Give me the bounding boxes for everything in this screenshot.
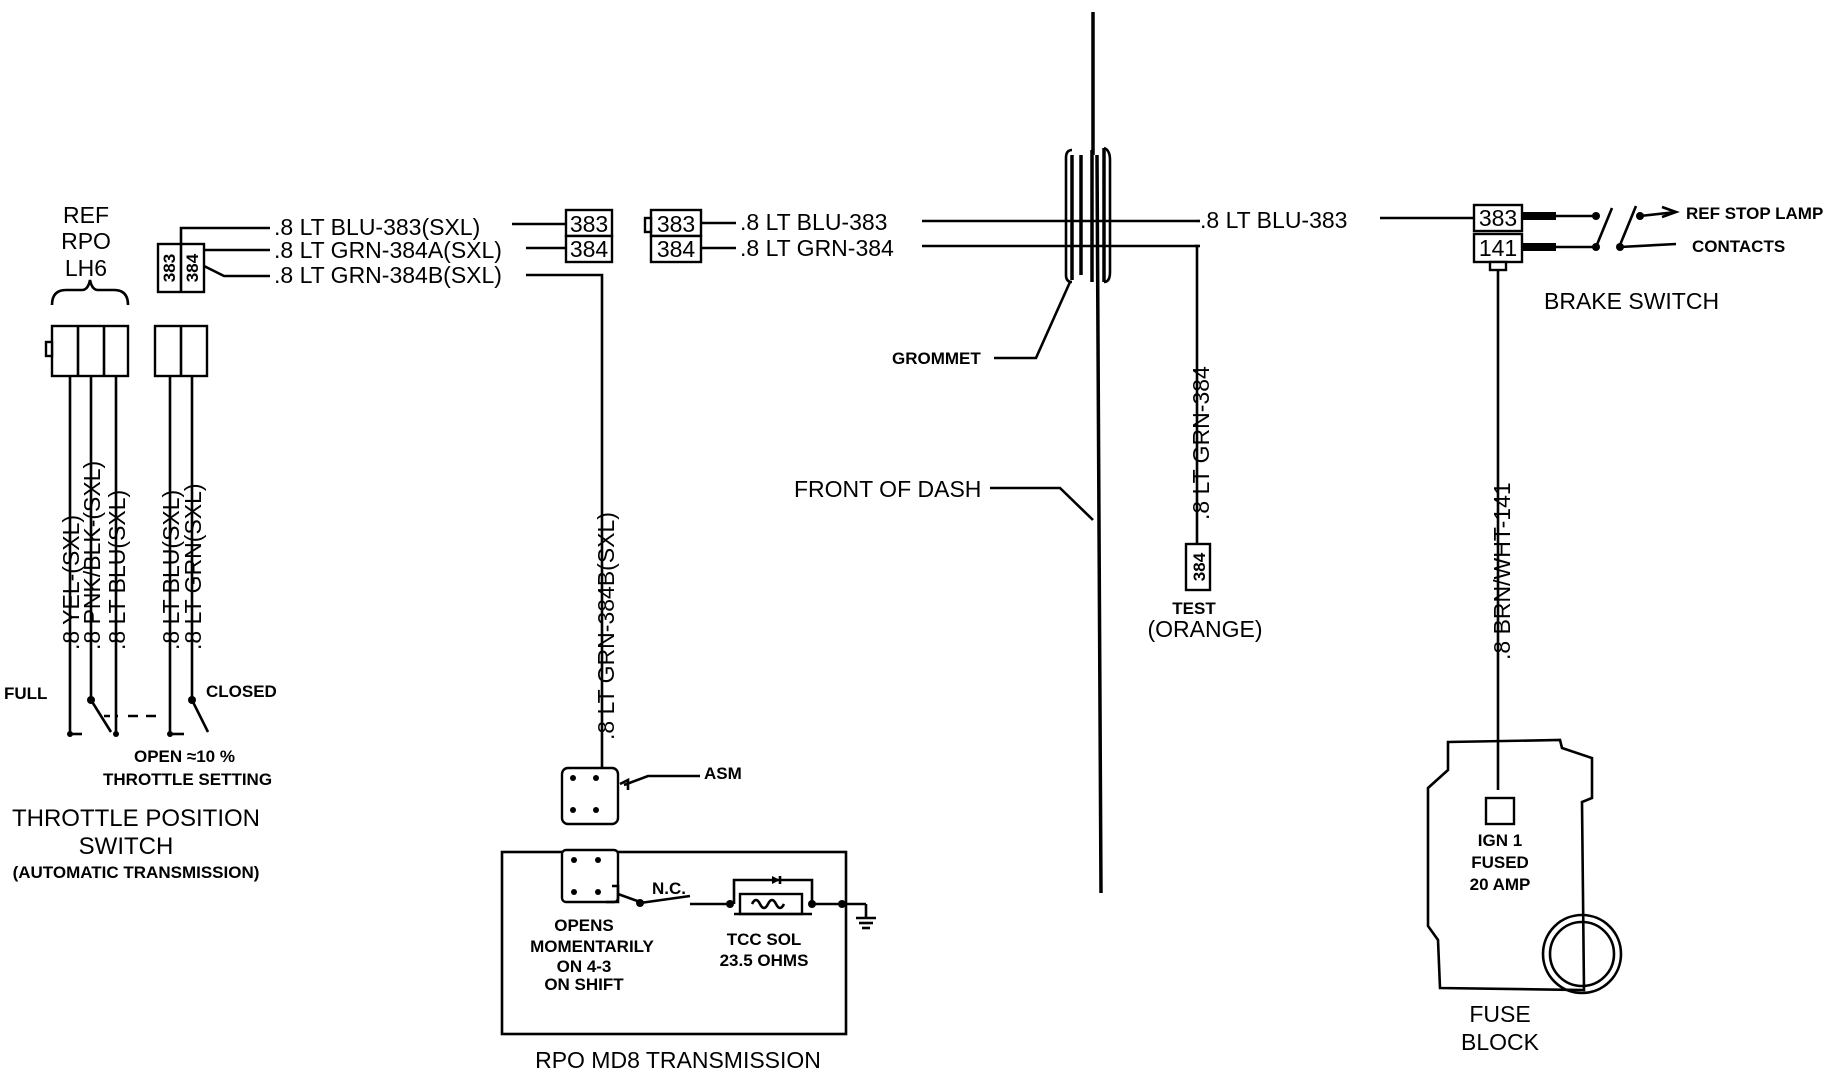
closed-label: CLOSED	[206, 682, 277, 701]
tcc-line2: 23.5 OHMS	[720, 951, 809, 970]
wire-ltblu-label: .8 LT BLU(SXL)	[104, 490, 130, 650]
c2-384-box	[649, 234, 703, 264]
ref-stop-lamp-label: REF STOP LAMP	[1686, 204, 1823, 223]
wire-141-label: .8 BRN/WHT-141	[1489, 482, 1515, 660]
ref-label-line2: RPO	[61, 228, 111, 254]
wire-ltblu2-label: .8 LT BLU(SXL)	[158, 490, 184, 650]
c1-383: 383	[570, 211, 608, 237]
opens-line2: MOMENTARILY	[530, 937, 654, 956]
open-label-line1: OPEN ≈10 %	[134, 747, 235, 766]
tcc-sol-coil	[738, 892, 804, 916]
tps-connector-384: 384	[183, 253, 202, 282]
fuse-block-line1: FUSE	[1469, 1001, 1530, 1027]
md8-transmission-box	[500, 850, 848, 1036]
test-384: 384	[1190, 552, 1209, 581]
nc-label: N.C.	[652, 879, 686, 898]
tps-title-line3: (AUTOMATIC TRANSMISSION)	[13, 863, 260, 882]
asm-label: ASM	[704, 764, 742, 783]
wire-383-sxl-label: .8 LT BLU-383(SXL)	[274, 214, 480, 240]
brake-383: 383	[1479, 205, 1517, 231]
c1-384: 384	[570, 236, 609, 262]
wire-384-label: .8 LT GRN-384	[740, 235, 894, 261]
transmission-connector	[560, 848, 620, 904]
c1-384-box	[564, 234, 614, 264]
brake-141: 141	[1479, 235, 1517, 261]
tps-title-line2: SWITCH	[79, 833, 174, 860]
tps-title-line1: THROTTLE POSITION	[12, 805, 260, 832]
test-label-line2: (ORANGE)	[1148, 616, 1263, 642]
test-label-line1: TEST	[1172, 599, 1216, 618]
dash-and-grommet: GROMMET FRONT OF DASH	[794, 12, 1200, 894]
c2-383: 383	[657, 211, 695, 237]
fuse-amp-label: 20 AMP	[1470, 875, 1531, 894]
wire-384b-vert-label: .8 LT GRN-384B(SXL)	[593, 512, 619, 740]
c2-384: 384	[657, 236, 696, 262]
wire-383-label: .8 LT BLU-383	[740, 209, 887, 235]
wire-384b-sxl-label: .8 LT GRN-384B(SXL)	[274, 262, 502, 288]
wire-384-test-label: .8 LT GRN-384	[1188, 366, 1214, 520]
brake-switch-label: BRAKE SWITCH	[1544, 288, 1719, 314]
opens-line1: OPENS	[554, 916, 614, 935]
opens-line3: ON 4-3	[557, 957, 612, 976]
opens-line4: ON SHIFT	[544, 975, 624, 994]
contacts-label: CONTACTS	[1692, 237, 1785, 256]
brake-switch-section: .8 LT BLU-383 383 141 REF STOP LAMP CONT…	[1195, 203, 1823, 790]
tcc-line1: TCC SOL	[727, 930, 802, 949]
front-of-dash-label: FRONT OF DASH	[794, 476, 981, 502]
fuse-ign1-box	[1484, 796, 1516, 826]
wire-383-right-label: .8 LT BLU-383	[1200, 207, 1347, 233]
ref-label-line3: LH6	[65, 255, 107, 281]
transmission-label: RPO MD8 TRANSMISSION	[535, 1047, 821, 1072]
grommet-label: GROMMET	[892, 349, 981, 368]
brake-383-box	[1472, 203, 1524, 233]
wire-pnk-label: .8 PNK/BLK-(SXL)	[79, 461, 105, 650]
tps-harness-wires: .8 LT BLU-383(SXL) .8 LT GRN-384A(SXL) .…	[179, 214, 604, 485]
brake-141-box	[1472, 232, 1524, 264]
inline-connector-pair: 383 384 383 384 .8 LT BLU-383 .8 LT GRN-…	[564, 208, 1196, 264]
fuse-block: IGN 1 FUSED 20 AMP FUSE BLOCK	[1426, 738, 1623, 1055]
test-connector: .8 LT GRN-384 384 TEST (ORANGE)	[1148, 244, 1263, 642]
full-label: FULL	[4, 684, 47, 703]
open-label-line2: THROTTLE SETTING	[103, 770, 272, 789]
wire-yel-label: .8 YEL-(SXL)	[58, 515, 84, 650]
test-connector-box	[1184, 542, 1212, 592]
asm-connector	[560, 766, 620, 826]
asm-and-transmission: .8 LT GRN-384B(SXL) ASM N.C. OPENS MOMEN…	[500, 485, 876, 1072]
fuse-ign-label: IGN 1	[1478, 831, 1522, 850]
fuse-block-line2: BLOCK	[1461, 1029, 1540, 1055]
ref-brace	[50, 279, 130, 306]
ref-label-line1: REF	[63, 202, 109, 228]
lh6-connector	[50, 324, 130, 378]
wire-384a-sxl-label: .8 LT GRN-384A(SXL)	[274, 237, 502, 263]
wire-ltgrn2-label: .8 LT GRN(SXL)	[180, 483, 206, 650]
tps-connector-383: 383	[160, 254, 179, 282]
throttle-position-switch: REF RPO LH6 383 384 .8 YEL-(SXL) .8 PNK/…	[4, 202, 277, 882]
fuse-fused-label: FUSED	[1471, 853, 1529, 872]
